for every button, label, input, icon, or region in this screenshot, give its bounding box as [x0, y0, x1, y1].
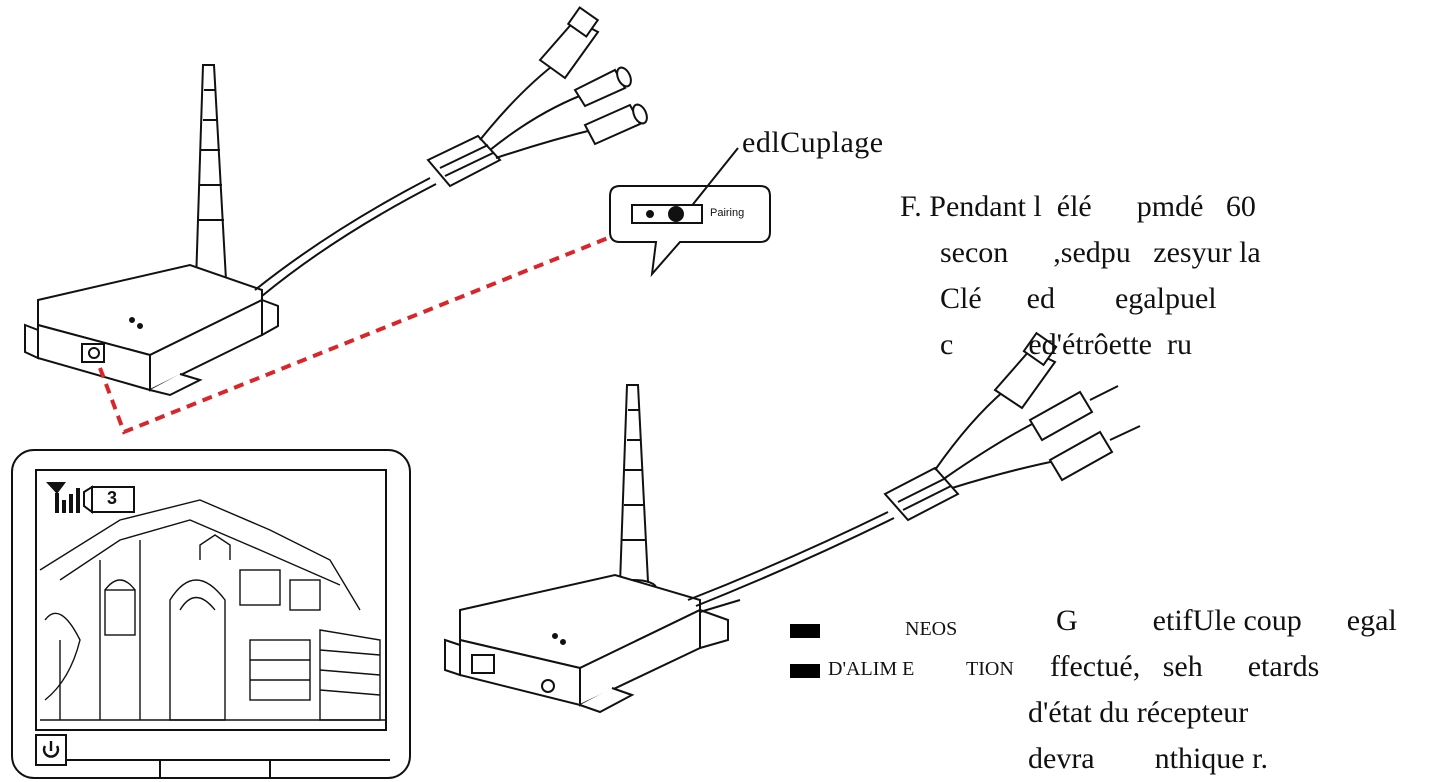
legend-swatch-1 [790, 624, 820, 638]
pairing-dashed-line [98, 236, 609, 435]
step-g-line-4: devra nthique r. [1028, 742, 1268, 775]
step-g-line-1: G etifUle coup egal [1056, 604, 1397, 637]
step-f-line-2: secon ,sedpu zesyur la [940, 236, 1261, 269]
legend-label-2b: TION [966, 658, 1014, 680]
legend-label-2a: D'ALIM E [828, 658, 915, 680]
step-f-line-1: F. Pendant l élé pmdé 60 [900, 190, 1256, 223]
step-f-line-3: Clé ed egalpuel [940, 282, 1217, 315]
camera-number: 3 [107, 488, 118, 508]
monitor [11, 449, 411, 779]
pairing-callout-title: edlCuplage [742, 126, 884, 159]
pairing-bubble-label: Pairing [710, 207, 745, 219]
receiver-bottom [444, 331, 1141, 714]
camera-icon [83, 485, 135, 514]
step-g-line-2: ffectué, seh etards [1050, 650, 1320, 683]
legend-swatch-2 [790, 664, 820, 678]
step-f-line-4: c ed'étrôette ru [940, 328, 1192, 361]
power-icon [42, 741, 60, 758]
signal-strength-icon [46, 482, 80, 513]
pairing-callout [609, 147, 771, 278]
legend-label-1: NEOS [905, 618, 958, 640]
step-g-line-3: d'état du récepteur [1028, 696, 1249, 729]
transmitter-top [24, 6, 648, 397]
